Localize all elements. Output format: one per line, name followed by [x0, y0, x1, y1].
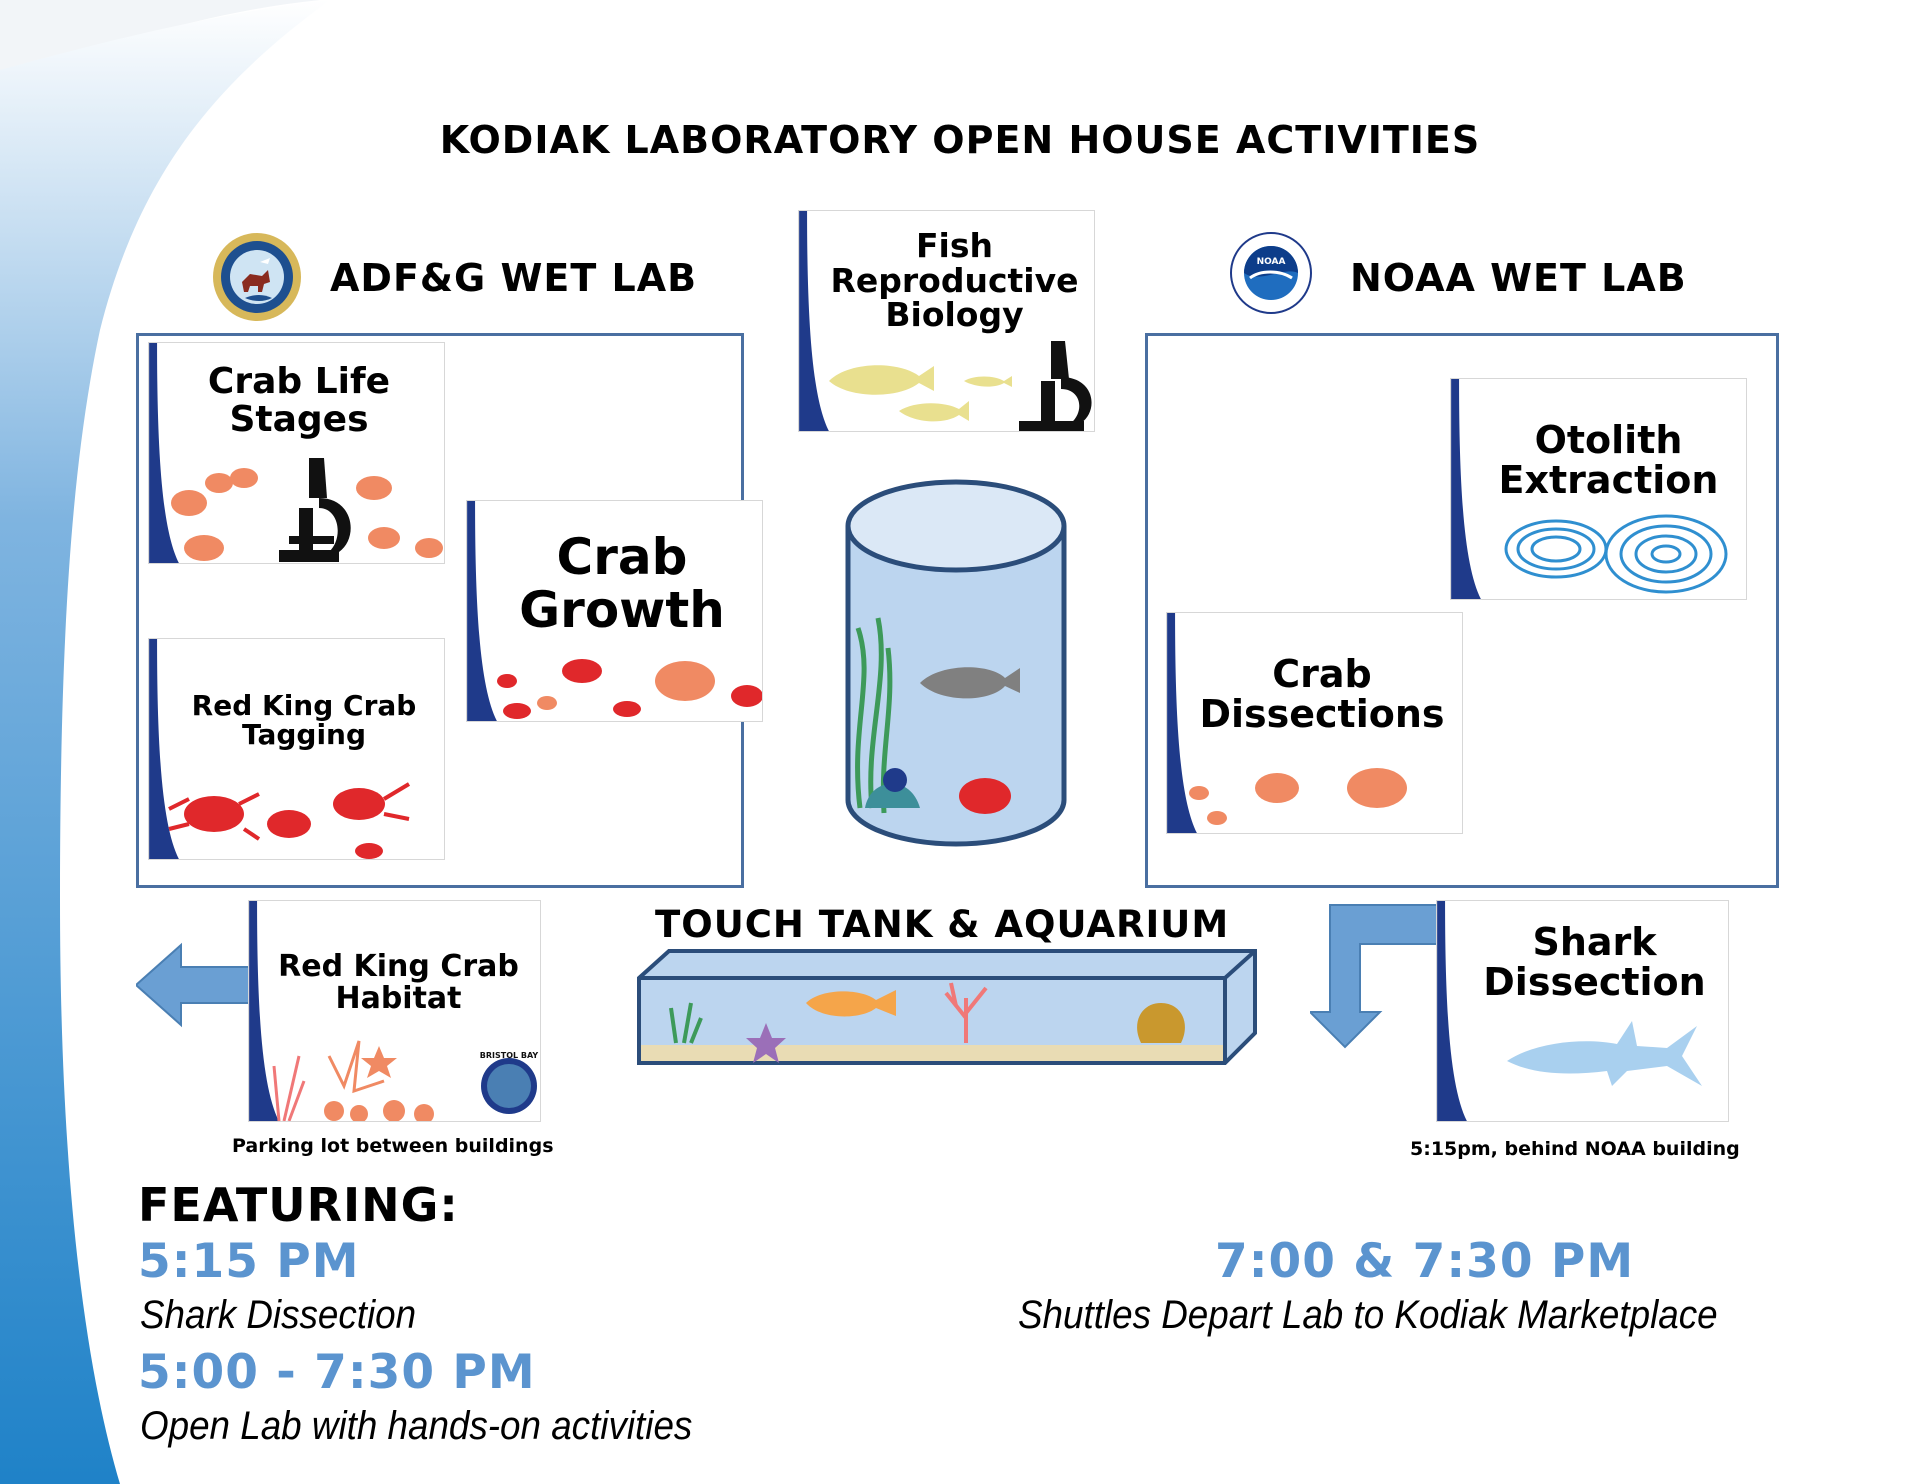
featuring-time-2: 5:00 - 7:30 PM	[138, 1345, 536, 1400]
shark-location-note: 5:15pm, behind NOAA building	[1410, 1138, 1740, 1160]
crab-life-stages-card: Crab Life Stages	[148, 342, 445, 564]
shark-icon	[1507, 1021, 1702, 1086]
bristol-bay-badge: BRISTOL BAY	[480, 1051, 539, 1114]
starfish-icon	[746, 1023, 786, 1063]
crab-dissections-card: Crab Dissections	[1166, 612, 1463, 834]
featuring-desc-3: Shuttles Depart Lab to Kodiak Marketplac…	[1018, 1293, 1718, 1337]
cylinder-aquarium	[845, 479, 1067, 847]
touch-tank-illustration	[637, 949, 1257, 1065]
badge-text: BRISTOL BAY	[480, 1051, 539, 1060]
habitat-illustration: BRISTOL BAY	[272, 1040, 539, 1121]
adfg-logo	[212, 232, 302, 322]
adfg-heading: ADF&G WET LAB	[330, 256, 698, 300]
featuring-desc-2: Open Lab with hands-on activities	[140, 1404, 693, 1448]
card-title: Otolith Extraction	[1498, 418, 1719, 502]
card-title: Shark Dissection	[1483, 920, 1706, 1004]
crab-growth-illustration	[497, 659, 762, 719]
card-title: Crab Dissections	[1199, 652, 1445, 736]
featuring-desc-1: Shark Dissection	[140, 1293, 417, 1337]
otolith-illustration	[1504, 514, 1728, 594]
otolith-extraction-card: Otolith Extraction	[1450, 378, 1747, 600]
card-accent-bar	[799, 211, 829, 431]
habitat-location-note: Parking lot between buildings	[232, 1135, 554, 1157]
down-arrow-icon	[1310, 904, 1439, 1049]
crab-life-stages-illustration	[171, 458, 443, 562]
noaa-heading: NOAA WET LAB	[1350, 256, 1687, 300]
red-king-crab-illustration	[168, 782, 411, 859]
shark-dissection-card: Shark Dissection	[1436, 900, 1729, 1122]
card-accent-bar	[1167, 613, 1197, 833]
featuring-heading: FEATURING:	[138, 1178, 459, 1232]
fish-illustration	[829, 341, 1092, 431]
noaa-logo: NOAA	[1230, 232, 1312, 314]
featuring-time-1: 5:15 PM	[138, 1234, 360, 1289]
fish-icon	[806, 990, 896, 1017]
card-title: Red King Crab Tagging	[191, 689, 417, 752]
page-title: KODIAK LABORATORY OPEN HOUSE ACTIVITIES	[439, 118, 1481, 162]
noaa-logo-text: NOAA	[1257, 257, 1286, 267]
card-title: Crab Life Stages	[207, 361, 391, 440]
card-accent-bar	[1451, 379, 1481, 599]
rockfish-icon	[920, 667, 1020, 699]
scallop-icon	[1137, 1003, 1185, 1043]
card-title: Crab Growth	[519, 528, 725, 639]
card-accent-bar	[467, 501, 497, 721]
red-king-crab-habitat-card: Red King Crab Habitat BRISTOL BAY	[248, 900, 541, 1122]
card-title: Fish Reproductive Biology	[830, 226, 1079, 335]
card-accent-bar	[1437, 901, 1467, 1121]
card-accent-bar	[249, 901, 279, 1121]
crab-growth-card: Crab Growth	[466, 500, 763, 722]
card-title: Red King Crab Habitat	[278, 949, 519, 1016]
card-accent-bar	[149, 343, 179, 563]
microscope-icon	[1019, 341, 1092, 431]
featuring-time-3: 7:00 & 7:30 PM	[1215, 1234, 1635, 1289]
crab-dissections-illustration	[1189, 768, 1407, 825]
left-arrow-icon	[136, 942, 255, 1028]
red-king-crab-tagging-card: Red King Crab Tagging	[148, 638, 445, 860]
touch-tank-title: TOUCH TANK & AQUARIUM	[655, 903, 1230, 946]
microscope-icon	[279, 458, 351, 562]
card-accent-bar	[149, 639, 179, 859]
fish-reproductive-biology-card: Fish Reproductive Biology	[798, 210, 1095, 432]
